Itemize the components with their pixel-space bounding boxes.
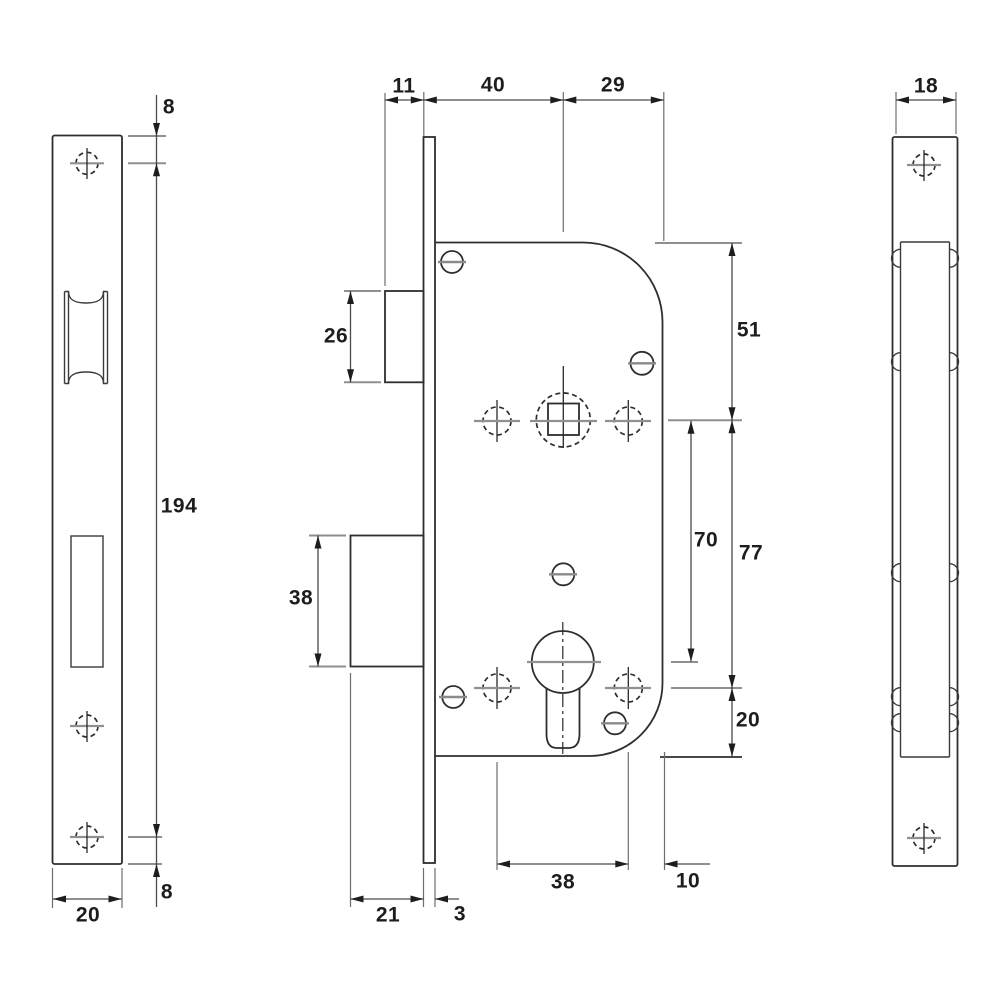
slotted-screw: [439, 685, 467, 709]
dim-label-case-top-to-follower: 51: [736, 318, 762, 342]
fixing-hole: [474, 400, 520, 442]
dim-label-deadbolt-projection: 21: [375, 903, 401, 927]
fixing-hole: [605, 667, 651, 709]
screw-hole: [907, 150, 941, 181]
dim-label-strike-hole-top-offset: 8: [162, 95, 176, 119]
euro-cylinder-hole: [527, 622, 601, 754]
dim-label-follower-to-fixing-hole: 77: [738, 541, 764, 565]
strike-plate-body: [51, 134, 123, 865]
case-behind-faceplate: [899, 241, 951, 758]
dim-label-backset: 40: [480, 73, 506, 97]
dim-label-strike-hole-spacing: 194: [160, 494, 198, 518]
dim-label-faceplate-width: 18: [913, 74, 939, 98]
screw-hole: [70, 822, 104, 853]
dim-label-faceplate-thickness: 3: [453, 902, 467, 926]
dim-label-strike-hole-bottom-offset: 8: [160, 880, 174, 904]
dim-label-latch-projection: 11: [392, 74, 416, 98]
screw-hole: [70, 711, 104, 742]
strike-plate-view: [51, 134, 123, 865]
faceplate-edge: [422, 136, 436, 864]
latch-cutout: [63, 290, 109, 385]
deadbolt-cutout: [70, 535, 104, 668]
slotted-screw: [549, 562, 577, 587]
dim-label-fixing-hole-to-bottom: 20: [735, 708, 761, 732]
follower-spindle-hole: [530, 366, 597, 448]
dim-label-follower-to-cylinder: 70: [693, 528, 719, 552]
slotted-screw: [628, 350, 656, 376]
deadbolt: [349, 534, 425, 668]
lock-edge-view: [890, 136, 960, 867]
dim-label-case-depth-behind: 29: [600, 73, 626, 97]
dim-label-deadbolt-height: 38: [288, 586, 314, 610]
latch-bolt: [384, 290, 425, 384]
screw-hole: [907, 823, 941, 854]
dim-label-fixing-hole-to-edge: 10: [675, 869, 701, 893]
fixing-hole: [474, 667, 520, 709]
faceplate-front: [891, 136, 959, 867]
slotted-screw: [601, 711, 629, 736]
dim-label-fixing-hole-spacing: 38: [550, 870, 576, 894]
lock-case-body: [435, 241, 664, 757]
dim-label-strike-width: 20: [75, 903, 101, 927]
dimension-arrows: [53, 96, 956, 903]
dim-label-latch-height: 26: [323, 324, 349, 348]
rivet-bosses: [890, 248, 960, 733]
lock-case-view: [349, 136, 664, 864]
slotted-screw: [438, 250, 466, 274]
screw-hole: [70, 148, 104, 179]
fixing-hole: [605, 400, 651, 442]
